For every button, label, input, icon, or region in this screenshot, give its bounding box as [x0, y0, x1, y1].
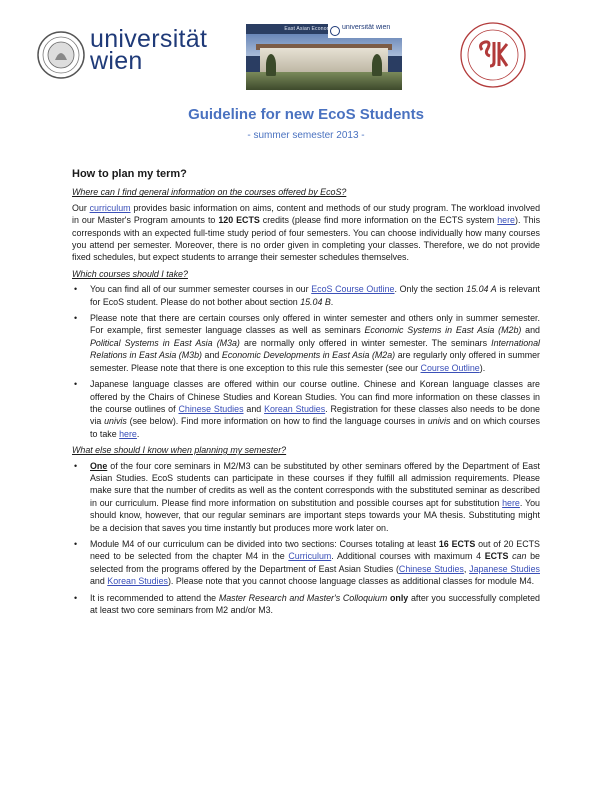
- banner-ground: [246, 72, 402, 90]
- text: of the four core seminars in M2/M3 can b…: [90, 460, 540, 508]
- list-item: • Please note that there are certain cour…: [72, 312, 540, 374]
- text: (see below). Find more information on ho…: [126, 416, 428, 427]
- curriculum-link[interactable]: curriculum: [89, 202, 131, 213]
- wordmark-line2: wien: [90, 47, 143, 75]
- italic-text: Political Systems in East Asia (M3a): [90, 337, 240, 348]
- bullet-icon: •: [74, 592, 78, 603]
- bullet-icon: •: [74, 538, 78, 549]
- course-outline-link-2[interactable]: Course Outline: [420, 362, 480, 373]
- course-outline-link[interactable]: EcoS Course Outline: [311, 284, 395, 295]
- document-subtitle: - summer semester 2013 -: [247, 130, 365, 141]
- text: is relevant for EcoS student. Please do …: [90, 284, 541, 307]
- text: Please note that there are certain cours…: [90, 313, 540, 336]
- sjk-society-logo-icon: [460, 22, 526, 88]
- text: ,: [463, 563, 470, 574]
- banner-logo-text: universität wien: [342, 24, 391, 31]
- text: .: [330, 296, 334, 307]
- text: . Only the section: [394, 284, 467, 295]
- text: and: [201, 350, 222, 361]
- italic-text: univis: [427, 416, 451, 427]
- italic-text: 15.04 B: [300, 296, 331, 307]
- text: and on which courses to take: [90, 416, 540, 439]
- text: are regularly only offered in summer sem…: [90, 350, 541, 373]
- korean-studies-link-2[interactable]: Korean Studies: [107, 576, 168, 587]
- text: ).: [479, 362, 486, 373]
- italic-text: Economic Developments in East Asia (M2a): [221, 350, 396, 361]
- banner-tree: [266, 54, 276, 76]
- text: Japanese language classes are offered wi…: [90, 379, 540, 414]
- italic-text: International Relations in East Asia (M3…: [90, 337, 540, 361]
- university-seal-icon: [37, 31, 85, 79]
- bullet-icon: •: [74, 313, 78, 324]
- curriculum-link-2[interactable]: Curriculum: [288, 551, 332, 562]
- main-content: How to plan my term? Where can I find ge…: [72, 168, 540, 620]
- list-item: • Japanese language classes are offered w…: [72, 378, 540, 440]
- text: ). This corresponds with an expected ful…: [72, 215, 541, 263]
- paragraph-general-info: Our curriculum provides basic informatio…: [72, 202, 540, 264]
- banner-title: East Asian Economy and Society: [284, 26, 364, 32]
- italic-text: 15.04 A: [466, 284, 497, 295]
- bold-text: only: [387, 592, 409, 603]
- banner-roof: [256, 44, 392, 50]
- language-courses-here-link[interactable]: here: [119, 428, 137, 439]
- planning-list: • One of the four core seminars in M2/M3 …: [72, 460, 540, 617]
- text: .: [136, 428, 140, 439]
- text: . Registration for these classes also ne…: [90, 403, 540, 427]
- bold-text: 16 ECTS: [438, 538, 476, 549]
- list-item: • Module M4 of our curriculum can be divi…: [72, 538, 540, 588]
- section-heading: How to plan my term?: [72, 168, 187, 180]
- document-title: Guideline for new EcoS Students: [188, 106, 424, 123]
- text: be selected from the programs offered by…: [90, 551, 540, 574]
- substitution-here-link[interactable]: here: [502, 497, 520, 508]
- bullet-icon: •: [74, 284, 78, 295]
- text: You can find all of our summer semester …: [90, 284, 312, 295]
- wordmark-line1: universität: [90, 25, 208, 53]
- chinese-studies-link-2[interactable]: Chinese Studies: [398, 563, 464, 574]
- text: It is recommended to attend the: [90, 592, 219, 603]
- text: and: [521, 325, 540, 336]
- text: ). Please note that you cannot choose la…: [167, 576, 535, 587]
- list-item: • One of the four core seminars in M2/M3 …: [72, 460, 540, 534]
- text: provides basic information on aims, cont…: [72, 202, 540, 226]
- list-item: • You can find all of our summer semester…: [72, 283, 540, 308]
- courses-list: • You can find all of our summer semester…: [72, 283, 540, 440]
- banner-tree: [372, 54, 382, 76]
- italic-text: univis: [104, 416, 127, 427]
- text: out of 20 ECTS need to be selected from …: [90, 538, 540, 562]
- text: are normally only offered in winter seme…: [239, 337, 492, 348]
- text: after you successfully completed at leas…: [90, 592, 540, 615]
- university-wordmark: universität wien: [90, 25, 208, 75]
- bullet-icon: •: [74, 460, 78, 471]
- text: Our: [72, 202, 90, 213]
- banner-seal-icon: [330, 26, 340, 36]
- italic-text: can: [508, 551, 527, 562]
- banner-building: [260, 48, 388, 72]
- bold-text: ECTS: [484, 551, 509, 562]
- question-which-courses: Which courses should I take?: [72, 268, 188, 279]
- korean-studies-link[interactable]: Korean Studies: [264, 403, 326, 414]
- program-banner: East Asian Economy and Society universit…: [246, 24, 402, 90]
- ects-here-link[interactable]: here: [497, 215, 515, 226]
- italic-text: Economic Systems in East Asia (M2b): [364, 325, 522, 336]
- text: credits (please find more information on…: [259, 215, 498, 226]
- text: . Additional courses with maximum 4: [331, 551, 485, 562]
- japanese-studies-link[interactable]: Japanese Studies: [469, 563, 540, 574]
- question-general-info: Where can I find general information on …: [72, 187, 347, 198]
- italic-text: Master Research and Master's Colloquium: [218, 592, 388, 603]
- text: Module M4 of our curriculum can be divid…: [90, 538, 439, 549]
- list-item: • It is recommended to attend the Master …: [72, 592, 540, 617]
- question-planning: What else should I know when planning my…: [72, 445, 287, 456]
- text: and: [243, 403, 265, 414]
- header: universität wien East Asian Economy and …: [0, 18, 612, 90]
- text: and: [90, 576, 108, 587]
- banner-university-logo: universität wien: [328, 24, 402, 38]
- university-logo: universität wien: [36, 25, 216, 80]
- text: . You should know, however, that our reg…: [90, 497, 540, 533]
- bold-text: 120 ECTS: [218, 215, 260, 226]
- chinese-studies-link[interactable]: Chinese Studies: [178, 403, 244, 414]
- bullet-icon: •: [74, 379, 78, 390]
- bold-text: One: [90, 460, 108, 471]
